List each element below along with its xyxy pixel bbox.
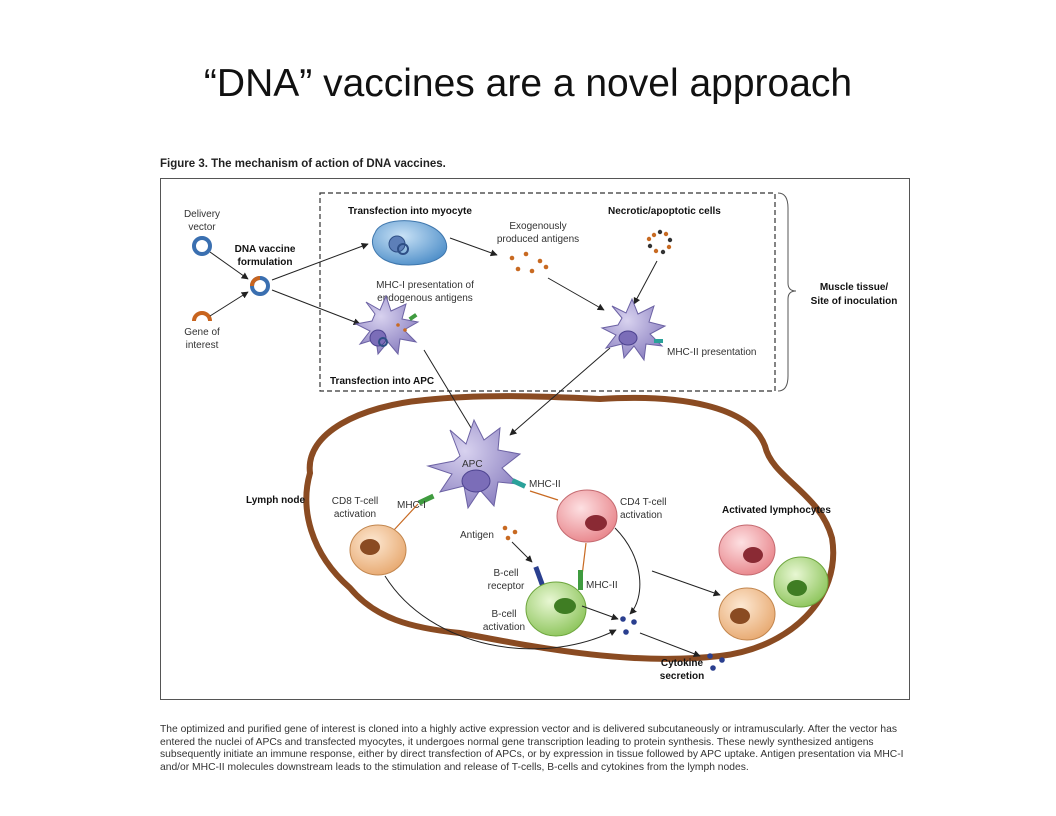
cd4-t-cell	[556, 489, 618, 543]
exogenous-antigen-dots	[509, 251, 549, 274]
arrow-to-myocyte	[271, 242, 369, 281]
activated-cd8-nucleus	[730, 608, 750, 624]
arrow-cd4-to-cytokines	[614, 527, 641, 615]
cytokine-dots-secreted	[707, 653, 725, 671]
delivery-vector-label-2: vector	[188, 222, 216, 233]
slide-title: “DNA” vaccines are a novel approach	[203, 62, 853, 105]
cytokine-secretion-label-2: secretion	[660, 671, 704, 682]
mhc2-presentation-label: MHC-II presentation	[667, 347, 756, 358]
bcell-receptor-label-2: receptor	[488, 581, 525, 592]
arrow-to-activated-lymphocytes	[651, 570, 721, 597]
arrow-antigens-to-mhc2-apc	[547, 277, 605, 311]
activated-cd4-nucleus	[743, 547, 763, 563]
cytokine-secretion-label: Cytokine	[661, 658, 704, 669]
dna-vaccine-label: DNA vaccine	[235, 244, 296, 255]
muscle-tissue-region	[319, 192, 776, 392]
bcell-mhc2	[578, 570, 583, 590]
myocyte-cell	[372, 220, 448, 266]
delivery-vector-label: Delivery	[184, 209, 220, 220]
mhc2-apc-cell	[600, 297, 667, 362]
cd4-t-cell-nucleus	[585, 515, 607, 531]
necrotic-cell-fragments	[646, 229, 673, 255]
necrotic-cells-label: Necrotic/apoptotic cells	[608, 206, 721, 217]
figure-heading: Figure 3. The mechanism of action of DNA…	[160, 158, 446, 170]
transfected-apc-cell	[354, 294, 420, 356]
arrow-myocyte-to-antigens	[449, 237, 498, 257]
cytokine-dots-lymph	[620, 616, 637, 635]
dna-vaccine-label-2: formulation	[238, 257, 293, 268]
cd8-label-2: activation	[334, 509, 376, 520]
dna-vaccine-insert	[250, 276, 261, 287]
cd4-connector	[529, 490, 559, 501]
bcell-activation-label: B-cell	[491, 609, 516, 620]
arrow-necrotic-to-mhc2-apc	[633, 260, 658, 305]
arrow-cytokines-out	[639, 632, 701, 658]
cd8-t-cell-nucleus	[360, 539, 380, 555]
cd8-label: CD8 T-cell	[332, 496, 379, 507]
mhc1-label: MHC-I	[397, 500, 426, 511]
muscle-tissue-label: Muscle tissue/	[820, 282, 889, 293]
arrow-vector-to-formulation	[209, 251, 249, 280]
arrow-to-apc-transfection	[271, 289, 361, 325]
muscle-tissue-label-2: Site of inoculation	[811, 296, 898, 307]
arrow-bcell-to-cytokines	[581, 605, 619, 621]
figure-frame	[160, 178, 910, 700]
transfection-apc-label: Transfection into APC	[330, 376, 434, 387]
arrow-gene-to-formulation	[209, 291, 249, 317]
delivery-vector-icon	[192, 236, 212, 256]
cd8-connector	[393, 503, 419, 531]
activated-bcell-nucleus	[787, 580, 807, 596]
muscle-tissue-brace	[777, 192, 797, 392]
gene-of-interest-icon	[192, 311, 212, 322]
gene-of-interest-label-2: interest	[186, 340, 219, 351]
bcell-receptor	[533, 565, 546, 589]
lymph-node-outline	[303, 393, 837, 662]
cd4-label-2: activation	[620, 510, 662, 521]
antigen-label: Antigen	[460, 530, 494, 541]
arrow-mhc2-apc-to-lymph	[509, 347, 611, 436]
antigen-dots	[502, 525, 518, 541]
myocyte-plasmid	[397, 243, 409, 255]
mechanism-diagram: Delivery vector Gene of interest DNA vac…	[184, 192, 898, 682]
bcell-receptor-label: B-cell	[493, 568, 518, 579]
lymph-node-label: Lymph node	[246, 495, 306, 506]
cd4-label: CD4 T-cell	[620, 497, 667, 508]
arrow-transfected-apc-to-lymph	[423, 349, 477, 437]
arrow-cd8-to-cytokines	[384, 575, 617, 650]
mhc1-presentation-label-2: endogenous antigens	[377, 293, 473, 304]
mhc1-presentation-label: MHC-I presentation of	[376, 280, 474, 291]
arrow-antigen-to-receptor	[511, 541, 533, 563]
mhc2-bottom-label: MHC-II	[586, 580, 618, 591]
mhc2-top-label: MHC-II	[529, 479, 561, 490]
figure-caption: The optimized and purified gene of inter…	[160, 724, 904, 773]
lymph-apc-cell	[417, 418, 527, 510]
exogenous-antigens-label-2: produced antigens	[497, 234, 579, 245]
apc-label: APC	[462, 459, 483, 470]
gene-of-interest-label: Gene of	[184, 327, 220, 338]
transfection-myocyte-label: Transfection into myocyte	[348, 206, 472, 217]
b-cell-nucleus	[554, 598, 576, 614]
activated-lymphocytes-label: Activated lymphocytes	[722, 505, 831, 516]
exogenous-antigens-label: Exogenously	[509, 221, 566, 232]
bcell-activation-label-2: activation	[483, 622, 525, 633]
